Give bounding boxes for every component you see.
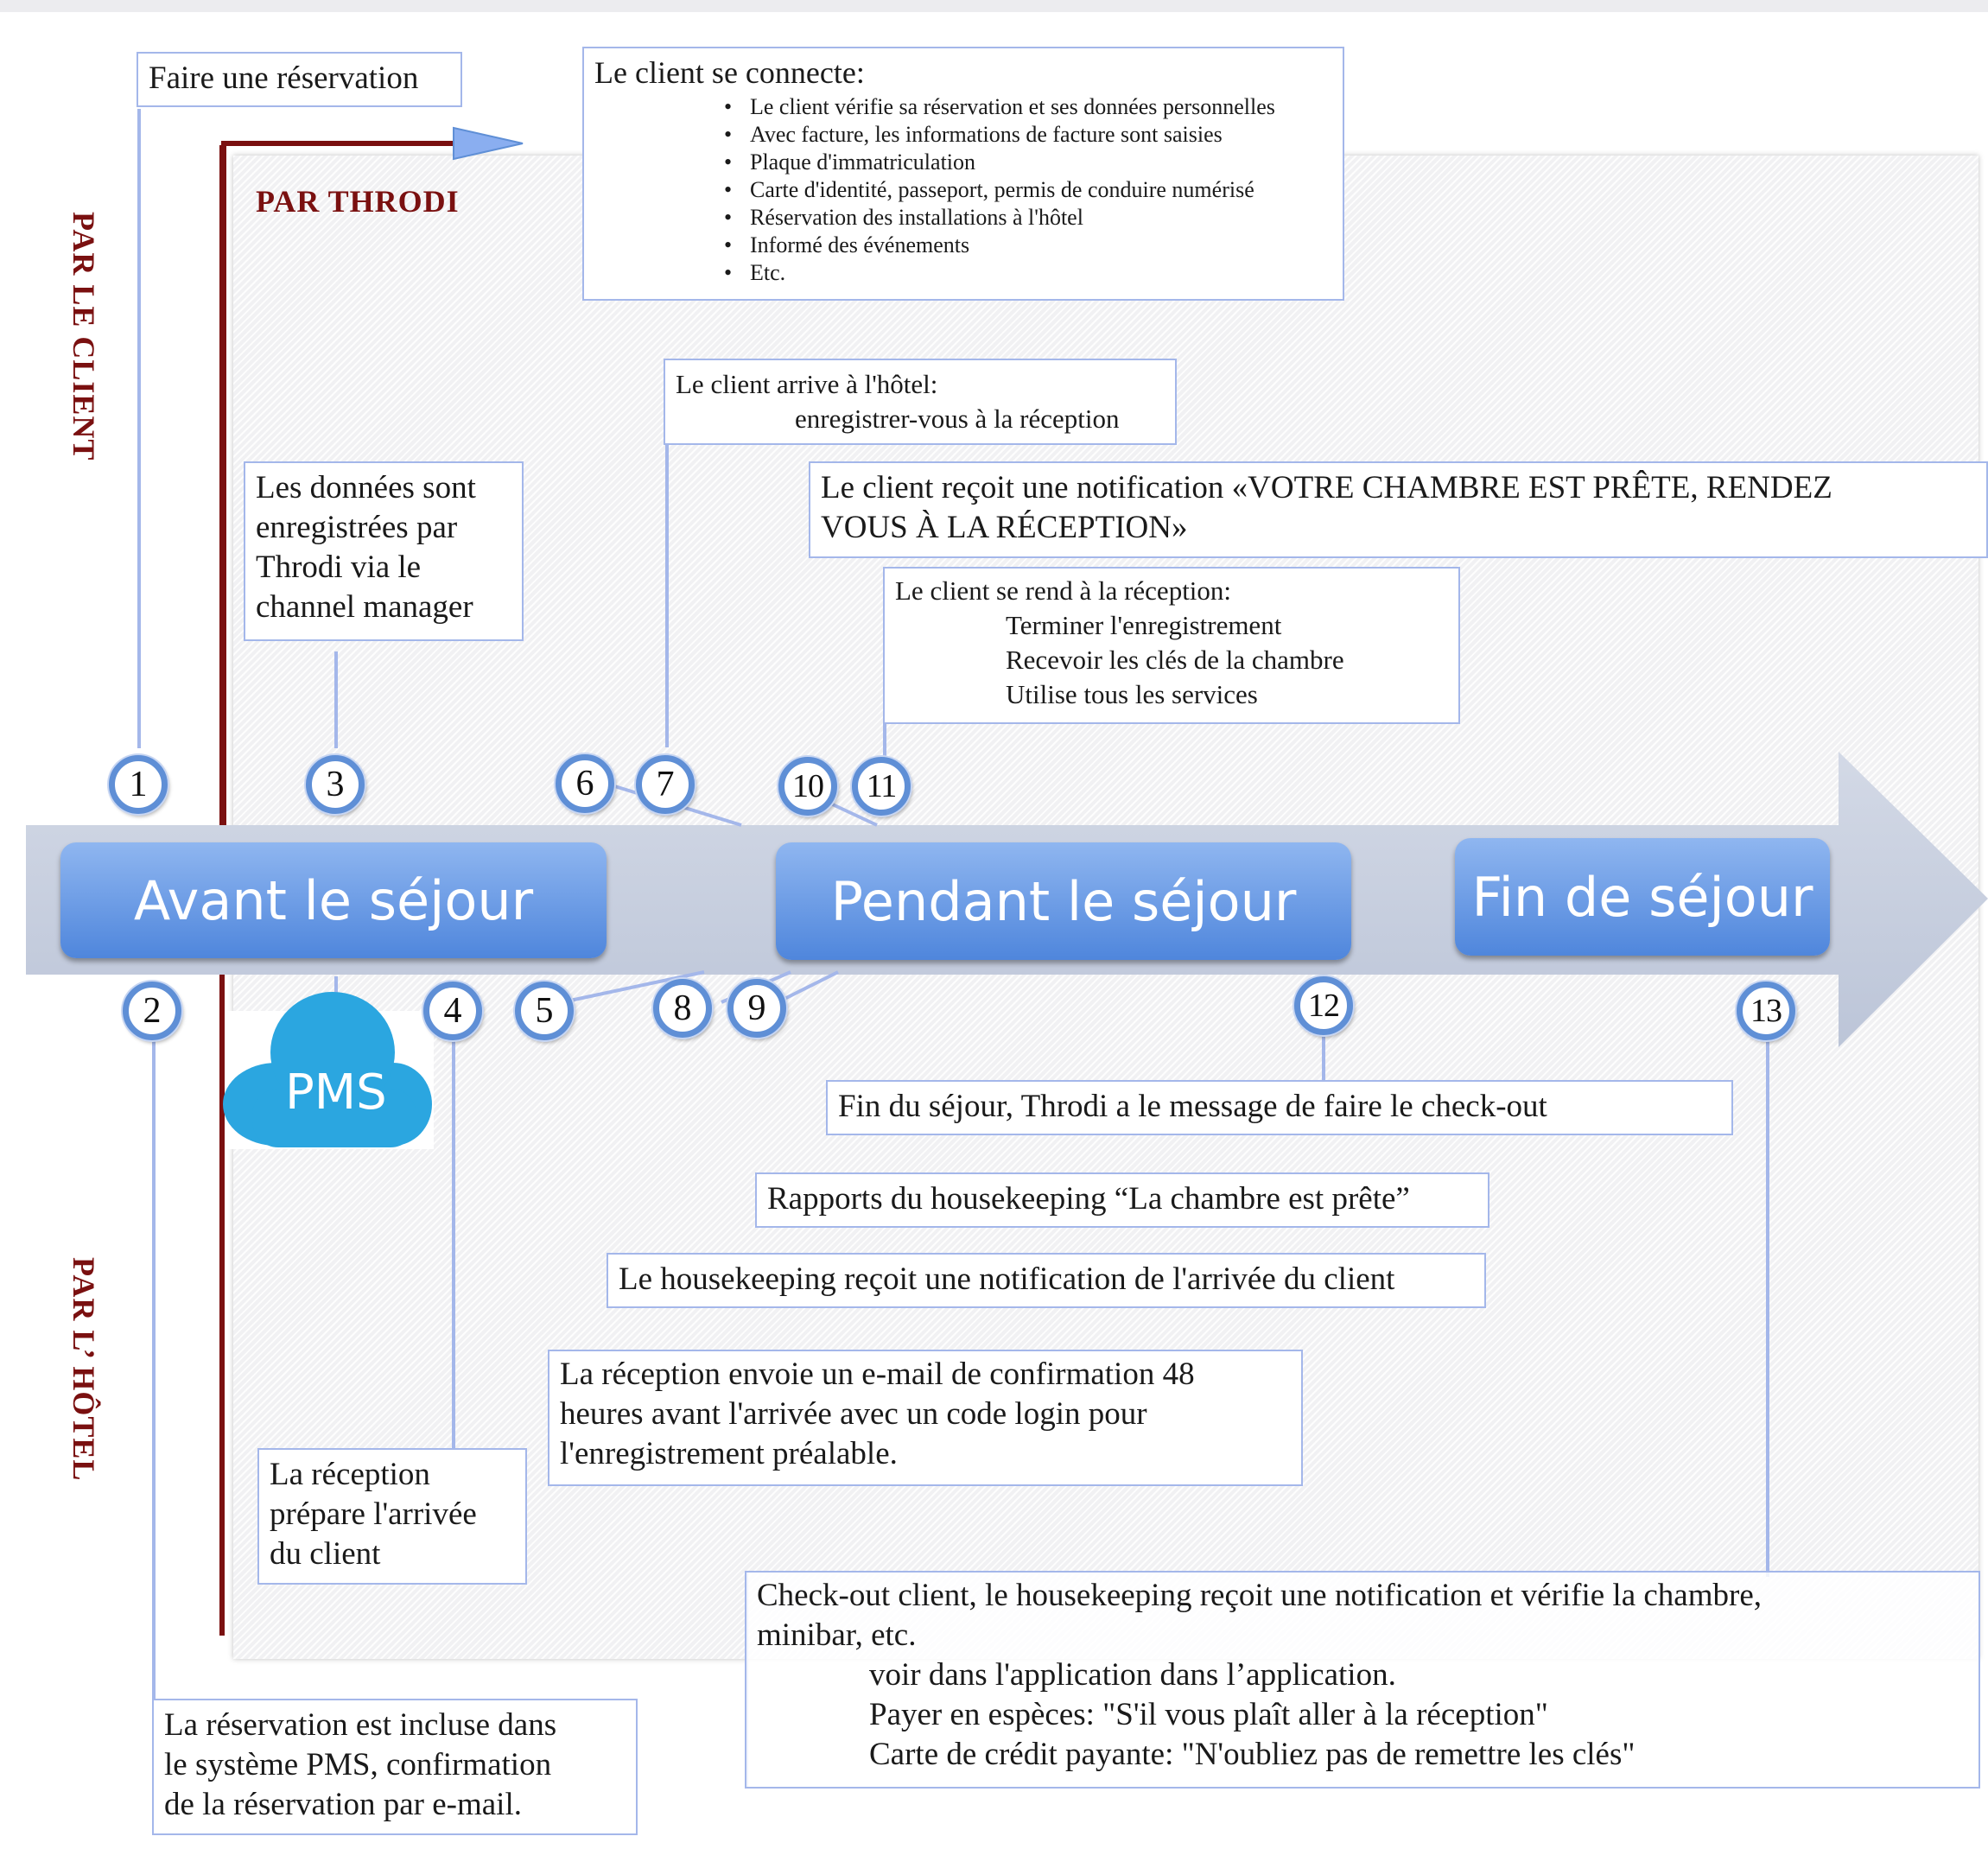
box-housekeeping-notification: Le housekeeping reçoit une notification … [607,1253,1486,1308]
fin-sejour-text: Fin du séjour, Throdi a le message de fa… [838,1089,1547,1124]
connector-1 [137,109,141,748]
confirmation-line1: La réception envoie un e-mail de confirm… [560,1357,1195,1392]
step-12-marker: 12 [1294,976,1353,1035]
step-13-marker: 13 [1737,982,1795,1040]
step-4-marker: 4 [423,982,482,1040]
connecte-title: Le client se connecte: [594,55,865,90]
connector-7 [665,445,669,747]
step-2-marker: 2 [123,982,181,1040]
stage-avant-le-sejour[interactable]: Avant le séjour [60,842,607,958]
label-par-le-client: PAR LE CLIENT [67,212,101,461]
step-5-marker: 5 [515,982,574,1040]
connector-2 [152,1041,156,1700]
connecte-item: Plaque d'immatriculation [724,149,1332,176]
connecte-item: Réservation des installations à l'hôtel [724,204,1332,232]
throdi-arrow-head [453,126,524,161]
connecte-list: Le client vérifie sa réservation et ses … [724,93,1332,287]
connector-4 [452,1041,455,1452]
prepare-line2: prépare l'arrivée [270,1496,477,1532]
checkout-line2: minibar, etc. [757,1617,917,1653]
stage-pendant-le-sejour[interactable]: Pendant le séjour [776,842,1351,960]
connector-5 [569,970,705,1002]
notification-line1: Le client reçoit une notification «VOTRE… [821,470,1832,505]
checkout-line5: Carte de crédit payante: "N'oubliez pas … [869,1737,1635,1772]
step-8-marker: 8 [653,979,712,1038]
rend-line2: Terminer l'enregistrement [1006,610,1282,640]
faire-reservation-text: Faire une réservation [149,60,419,96]
connector-9 [777,970,839,1004]
box-reservation-pms: La réservation est incluse dans le systè… [152,1699,638,1835]
throdi-arrow-line [221,141,467,825]
step-11-marker: 11 [852,757,911,816]
reservation-pms-line1: La réservation est incluse dans [164,1707,557,1743]
checkout-line4: Payer en espèces: "S'il vous plaît aller… [869,1697,1548,1732]
prepare-line3: du client [270,1536,381,1572]
arrive-line2: enregistrer-vous à la réception [795,403,1120,434]
box-faire-reservation: Faire une réservation [137,52,462,107]
top-strip [0,0,1988,12]
stage-fin-de-sejour[interactable]: Fin de séjour [1455,838,1830,956]
box-fin-sejour: Fin du séjour, Throdi a le message de fa… [826,1080,1733,1135]
connector-11 [883,724,886,759]
connecte-item: Le client vérifie sa réservation et ses … [724,93,1332,121]
box-rend-reception: Le client se rend à la réception: Termin… [883,567,1460,724]
confirmation-line2: heures avant l'arrivée avec un code logi… [560,1396,1147,1432]
connector-13 [1766,1041,1769,1577]
rend-line4: Utilise tous les services [1006,679,1258,709]
connecte-item: Informé des événements [724,232,1332,259]
checkout-line1: Check-out client, le housekeeping reçoit… [757,1578,1762,1613]
box-reception-prepare: La réception prépare l'arrivée du client [257,1448,527,1585]
connector-12 [1322,1037,1325,1080]
box-client-arrive: Le client arrive à l'hôtel: enregistrer-… [664,359,1177,445]
step-7-marker: 7 [636,755,695,814]
pms-cloud [223,992,434,1149]
box-notification-chambre: Le client reçoit une notification «VOTRE… [809,461,1988,558]
reservation-pms-line3: de la réservation par e-mail. [164,1787,522,1822]
connecte-item: Avec facture, les informations de factur… [724,121,1332,149]
step-1-marker: 1 [109,755,168,814]
box-check-out: Check-out client, le housekeeping reçoit… [745,1571,1980,1789]
step-3-marker: 3 [306,755,365,814]
box-donnees-enregistrees: Les données sont enregistrées par Throdi… [244,461,524,641]
box-confirmation-email: La réception envoie un e-mail de confirm… [548,1350,1303,1486]
donnees-line1: Les données sont [256,470,476,505]
prepare-line1: La réception [270,1457,430,1492]
pms-label: PMS [285,1064,387,1121]
notification-line2: VOUS À LA RÉCEPTION» [821,510,1188,545]
step-9-marker: 9 [727,979,786,1038]
donnees-line2: enregistrées par [256,510,458,545]
donnees-line4: channel manager [256,589,473,625]
rend-line3: Recevoir les clés de la chambre [1006,645,1344,675]
box-rapports-housekeeping: Rapports du housekeeping “La chambre est… [755,1172,1489,1228]
label-par-l-hotel: PAR L’ HÔTEL [67,1257,101,1482]
rapports-text: Rapports du housekeeping “La chambre est… [767,1181,1410,1217]
step-10-marker: 10 [778,757,837,816]
box-client-connecte: Le client se connecte: Le client vérifie… [582,47,1344,301]
housekeeping-notif-text: Le housekeeping reçoit une notification … [619,1261,1395,1297]
connecte-item: Carte d'identité, passeport, permis de c… [724,176,1332,204]
arrive-line1: Le client arrive à l'hôtel: [676,369,938,399]
checkout-line3: voir dans l'application dans l’applicati… [869,1657,1396,1693]
reservation-pms-line2: le système PMS, confirmation [164,1747,552,1782]
connecte-item: Etc. [724,259,1332,287]
step-6-marker: 6 [556,754,614,813]
label-par-throdi: PAR THRODI [256,184,460,219]
connector-3 [334,651,338,748]
rend-line1: Le client se rend à la réception: [895,575,1232,606]
confirmation-line3: l'enregistrement préalable. [560,1436,898,1471]
donnees-line3: Throdi via le [256,550,422,585]
